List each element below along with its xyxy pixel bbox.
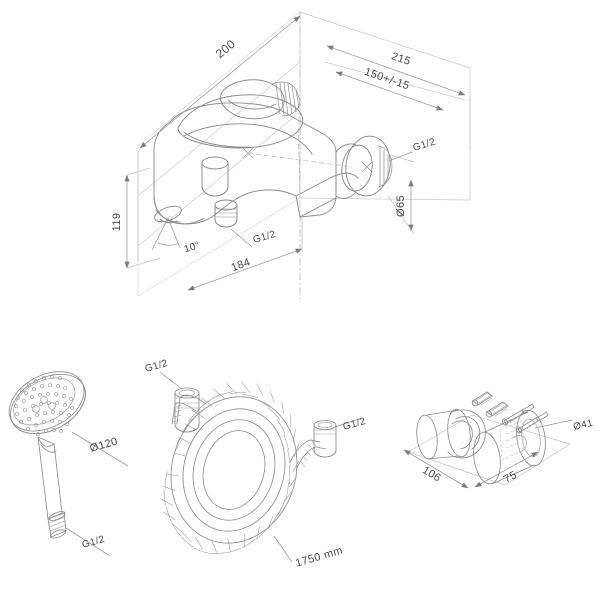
hose-connector-top <box>174 387 200 433</box>
knurled-ring-right <box>377 145 393 188</box>
view-wall-bracket <box>407 391 571 486</box>
view-hand-shower <box>8 371 86 539</box>
dim-bracket-depth: 75 <box>474 451 539 488</box>
shower-head <box>8 371 86 435</box>
diverter-knob <box>201 156 229 197</box>
view-hose <box>160 381 337 554</box>
spout-outlet <box>154 205 182 223</box>
screw-2 <box>515 411 549 434</box>
dim-spout-angle: 10° <box>151 217 202 256</box>
dim-label-bracket-diameter: Ø41 <box>572 418 594 433</box>
hose-connector-right <box>313 420 337 458</box>
dim-label-height: 119 <box>111 213 123 232</box>
wall-plug-1 <box>471 391 493 407</box>
wall-union-flange <box>335 135 393 199</box>
wall-plug-2 <box>485 401 509 418</box>
dim-height: 119 <box>111 167 161 269</box>
bracket-fixings <box>471 391 549 434</box>
bracket-base-plane <box>407 414 571 486</box>
dim-label-spout-angle: 10° <box>183 240 202 256</box>
dim-flange-diameter: Ø65 <box>387 153 415 235</box>
hose-ribbing <box>160 381 300 554</box>
shower-handle <box>37 436 67 539</box>
shower-outlet-stub <box>214 199 238 228</box>
dim-label-flange-diameter: Ø65 <box>395 195 407 217</box>
screw-1 <box>501 403 535 426</box>
shower-nozzles <box>14 375 74 436</box>
leader-bracket-diameter: Ø41 <box>534 418 594 433</box>
dim-label-bracket-depth: 75 <box>502 469 519 486</box>
